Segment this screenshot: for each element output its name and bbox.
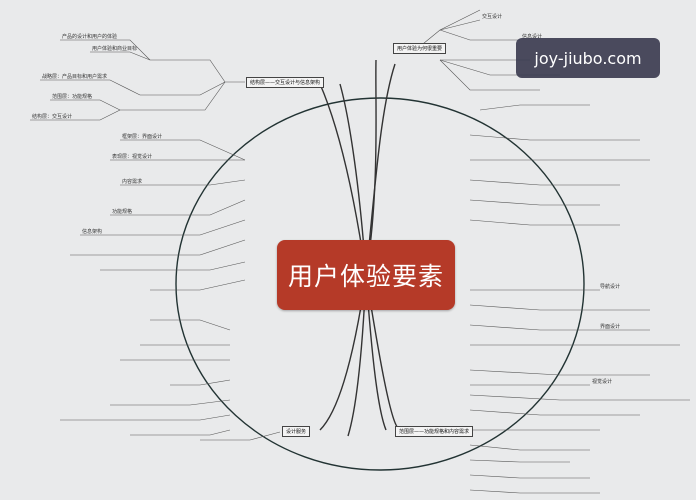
note-label: 框架层：界面设计	[122, 133, 162, 140]
left-lower-tree	[60, 319, 281, 441]
left-upper-tree	[30, 39, 245, 121]
note-label: 内容需求	[122, 178, 142, 185]
note-label: 用户体验和商业目标	[92, 45, 137, 52]
note-label: 战略层：产品目标和用户需求	[42, 73, 107, 80]
branch-scope[interactable]: 范围层——功能规格和内容需求	[395, 426, 474, 437]
note-label: 信息设计	[522, 33, 542, 40]
note-label: 导航设计	[600, 283, 620, 290]
note-labels: 产品的设计和用户的体验 用户体验和商业目标 战略层：产品目标和用户需求 范围层：…	[32, 13, 620, 385]
branch-design-service[interactable]: 设计服务	[282, 426, 311, 437]
note-label: 功能规格	[112, 208, 132, 215]
note-label: 范围层：功能规格	[52, 93, 92, 100]
note-label: 界面设计	[600, 323, 620, 330]
right-lower-tree	[469, 289, 690, 494]
note-label: 产品的设计和用户的体验	[62, 33, 117, 40]
branch-structure[interactable]: 结构层——交互设计与信息架构	[246, 77, 325, 88]
note-label: 交互设计	[482, 13, 502, 20]
watermark: joy-jiubo.com	[516, 38, 660, 78]
note-label: 表现层：视觉设计	[112, 153, 152, 160]
note-label: 结构层：交互设计	[32, 113, 72, 120]
right-upper-tree	[417, 9, 650, 226]
note-label: 视觉设计	[592, 378, 612, 385]
branch-why-important[interactable]: 用户体验为何很重要	[393, 43, 447, 54]
outline-ellipse	[175, 97, 585, 471]
left-middle-tree	[70, 139, 246, 291]
central-topic[interactable]: 用户体验要素	[277, 240, 455, 310]
note-label: 信息架构	[82, 228, 102, 235]
